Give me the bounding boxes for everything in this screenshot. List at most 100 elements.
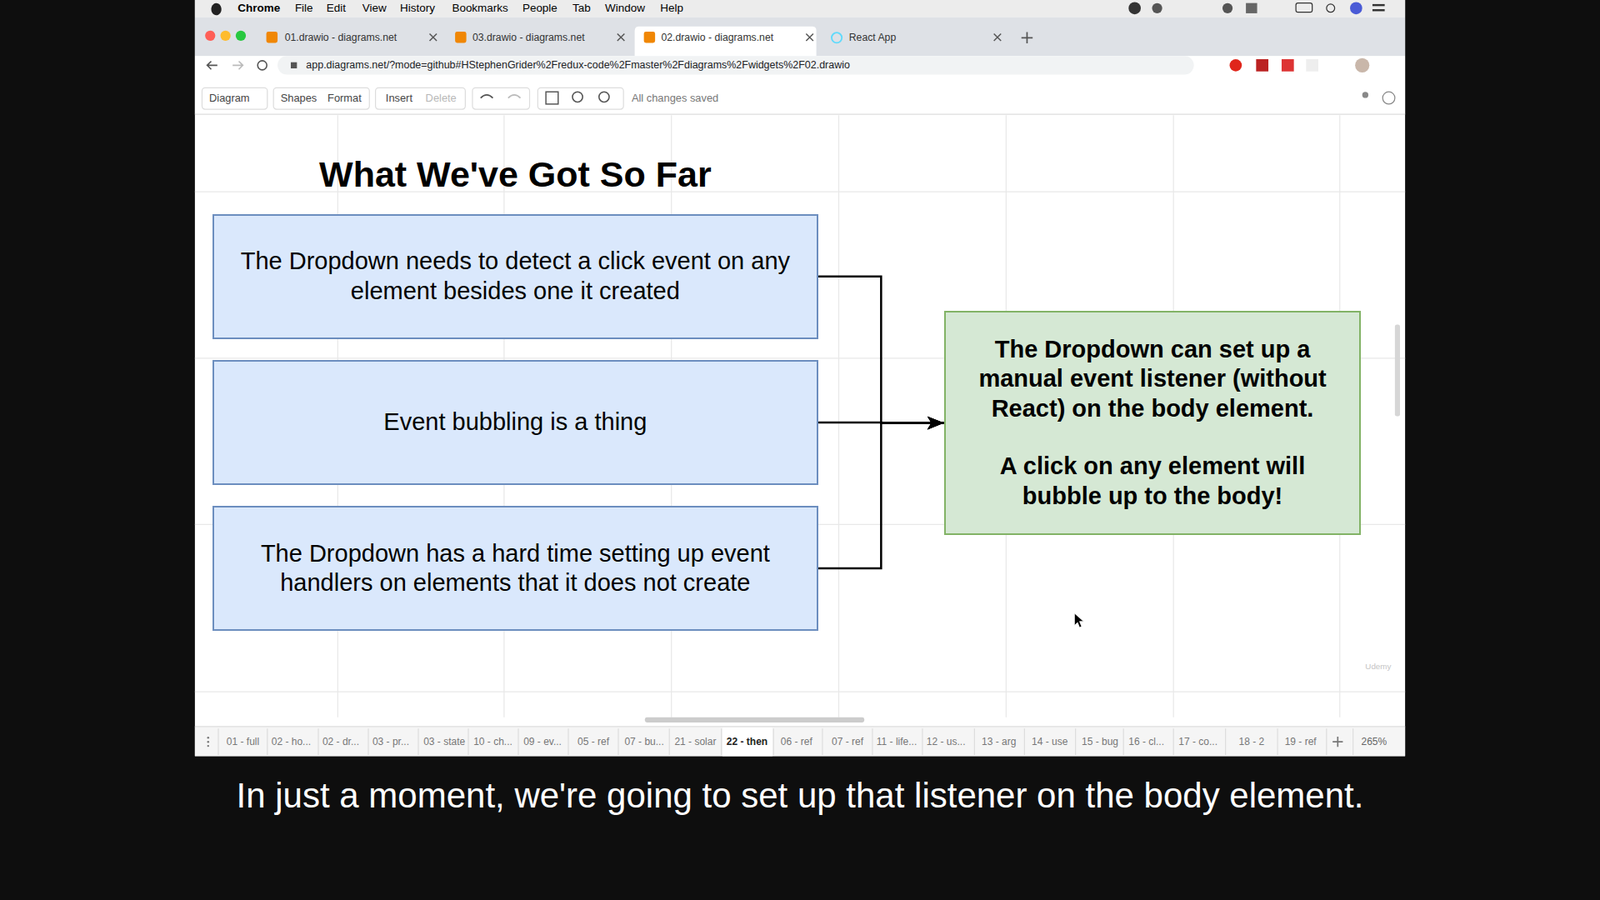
zoom-level: 265% [1360, 735, 1387, 748]
canvas-grid [195, 115, 1405, 717]
tab-close [617, 33, 625, 41]
window-button [235, 30, 246, 41]
connector-arrow [818, 276, 945, 424]
browser-chrome-group [195, 0, 1405, 756]
menu-item: Bookmarks [451, 1, 508, 15]
box-text: A click on any element will bubble up to… [957, 451, 1349, 511]
tab-favicon [831, 32, 842, 43]
page-tab: 22 - then [726, 735, 768, 748]
page-tab: 07 - bu... [624, 735, 664, 748]
page-tab: 10 - ch... [473, 735, 513, 748]
window-button [220, 30, 230, 41]
box-text: The Dropdown has a hard time setting up … [225, 539, 805, 599]
page-tab: 21 - solar [674, 735, 716, 748]
video-subtitle: In just a moment, we're going to set up … [216, 770, 1384, 822]
tab-close [994, 33, 1002, 41]
page-tab: 12 - us... [926, 735, 966, 748]
page-tab: 13 - arg [981, 735, 1016, 748]
page-tab: 02 - dr... [322, 735, 360, 748]
forward-button [232, 60, 243, 70]
page-tab: 16 - cl... [1128, 735, 1165, 748]
apple-logo [210, 3, 221, 16]
process-box: Event bubbling is a thing [212, 360, 819, 485]
page-tab: 01 - full [226, 735, 260, 748]
toolbar-button: Diagram [209, 91, 250, 105]
page-tab: 05 - ref [577, 735, 610, 748]
menu-item: Edit [326, 1, 346, 15]
status-text: All changes saved [631, 91, 719, 105]
user-icon [1362, 91, 1369, 98]
extension-icon [1281, 59, 1295, 72]
menu-dots [207, 745, 210, 747]
menu-icon [1350, 1, 1363, 15]
menu-item: People [522, 1, 558, 15]
box-text: Event bubbling is a thing [383, 407, 647, 437]
back-button [207, 60, 218, 70]
menu-icon [1245, 3, 1257, 14]
page-tab-bar [195, 726, 1405, 757]
zoom-in-icon [572, 91, 583, 102]
page-tab-separators [218, 728, 1354, 755]
toolbar-button: Insert [385, 91, 413, 105]
result-box: The Dropdown can set up a manual event l… [944, 310, 1362, 535]
watermark: Udemy [1365, 661, 1391, 672]
page-tab: 02 - ho... [271, 735, 311, 748]
page-tab: 07 - ref [831, 735, 864, 748]
toolbar-group [537, 87, 624, 110]
toolbar-group [201, 87, 267, 110]
toolbar-group [273, 87, 370, 110]
address-bar [195, 55, 1405, 83]
tab-title: React App [849, 31, 896, 45]
menu-icon [1372, 9, 1385, 11]
menu-item: Tab [572, 1, 591, 15]
process-box: The Dropdown has a hard time setting up … [212, 505, 819, 630]
page-tab: 11 - life... [876, 735, 917, 748]
tab-close [430, 33, 438, 41]
tab-close [805, 33, 814, 41]
diagram-title: What We've Got So Far [212, 154, 819, 195]
reload-button [257, 60, 267, 70]
page-tab: 03 - state [423, 735, 465, 748]
menu-dots [207, 736, 210, 739]
menu-item: Window [605, 1, 645, 15]
page-tab: 03 - pr... [372, 735, 410, 748]
battery-icon [1295, 3, 1313, 13]
tab-title: 01.drawio - diagrams.net [285, 31, 398, 45]
toolbar-group [472, 87, 530, 110]
page-tab: 06 - ref [780, 735, 813, 748]
window-button [205, 30, 215, 41]
page-tab-border [195, 725, 1405, 727]
menu-dots [207, 740, 210, 743]
box-text: The Dropdown needs to detect a click eve… [225, 246, 805, 306]
add-page [1332, 736, 1343, 747]
tab-favicon [455, 31, 466, 43]
page-tab: 15 - bug [1081, 735, 1119, 748]
menu-item: File [295, 1, 314, 15]
mouse-cursor [1074, 613, 1084, 628]
lock-icon [290, 62, 297, 69]
scrollbar [645, 717, 865, 723]
tab-title: 03.drawio - diagrams.net [472, 31, 585, 45]
page-tab: 17 - co... [1178, 735, 1218, 748]
tab-title: 02.drawio - diagrams.net [660, 31, 774, 45]
toolbar [195, 82, 1405, 115]
fit-icon [545, 91, 559, 105]
extension-icon [1255, 59, 1269, 72]
page-tab: 14 - use [1031, 735, 1068, 748]
globe-icon [1382, 91, 1395, 105]
tab-strip [195, 17, 1405, 57]
menu-icon [1151, 3, 1162, 14]
process-box: The Dropdown needs to detect a click eve… [212, 214, 819, 339]
tab-favicon [266, 31, 278, 43]
active-tab [635, 26, 817, 57]
extension-icon [1305, 59, 1319, 72]
profile-icon [1355, 58, 1370, 73]
menu-bar [195, 0, 1405, 18]
menu-item: View [362, 1, 387, 15]
new-tab [1021, 32, 1033, 44]
menu-icon [1372, 4, 1385, 6]
connector-arrow [818, 423, 945, 569]
toolbar-group [375, 87, 466, 110]
toolbar-button: Shapes [280, 91, 318, 105]
